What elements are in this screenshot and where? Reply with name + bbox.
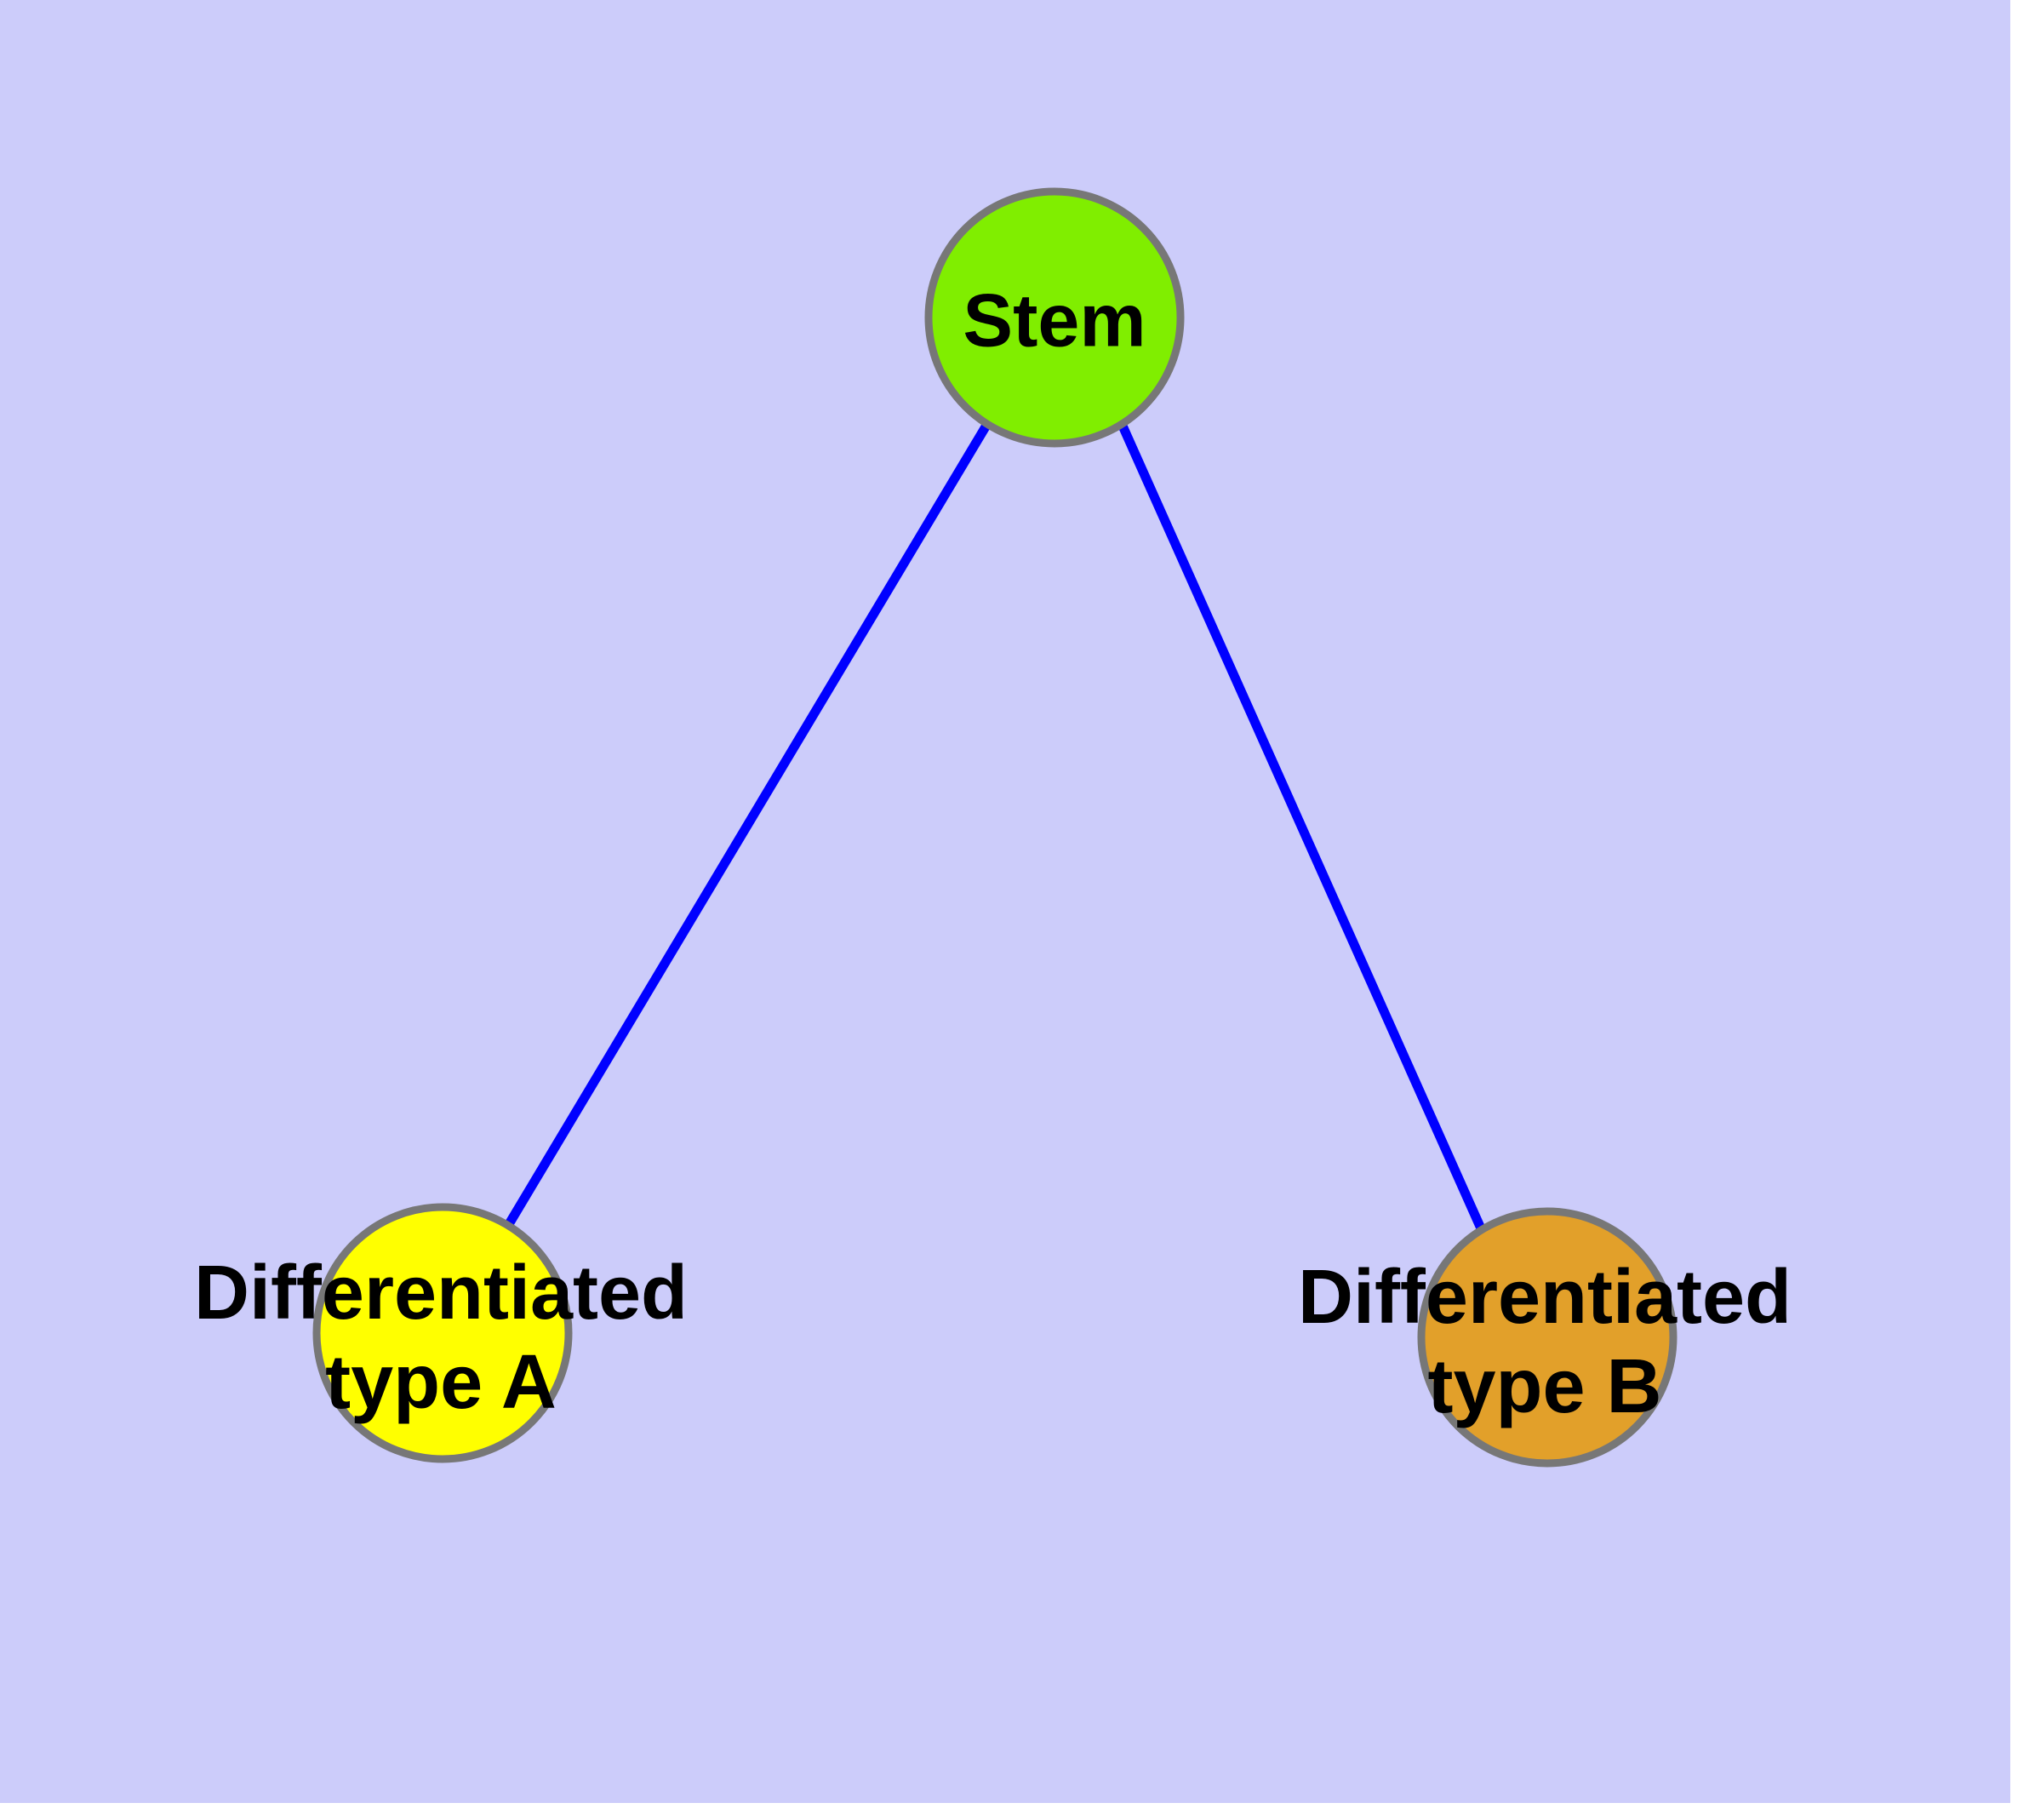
edge-stem-to-differentiated-b xyxy=(1117,421,1486,1231)
stem-node-circle[interactable] xyxy=(924,187,1185,448)
stem-node-label: Stem xyxy=(963,278,1146,362)
differentiated-b-node-label-line1: Differentiated xyxy=(1298,1255,1792,1340)
differentiated-a-node-label-line1: Differentiated xyxy=(194,1251,688,1336)
differentiated-b-node-label-line2: type B xyxy=(1427,1344,1661,1429)
differentiated-a-node-circle[interactable] xyxy=(312,1203,573,1463)
node-differentiated-type-a[interactable]: Differentiated type A xyxy=(194,1203,688,1463)
edges-group xyxy=(505,421,1486,1231)
differentiated-a-node-label-line2: type A xyxy=(325,1340,557,1425)
node-differentiated-type-b[interactable]: Differentiated type B xyxy=(1298,1207,1792,1468)
node-stem[interactable]: Stem xyxy=(924,187,1185,448)
edge-stem-to-differentiated-a xyxy=(505,421,992,1227)
differentiated-b-node-circle[interactable] xyxy=(1417,1207,1677,1468)
